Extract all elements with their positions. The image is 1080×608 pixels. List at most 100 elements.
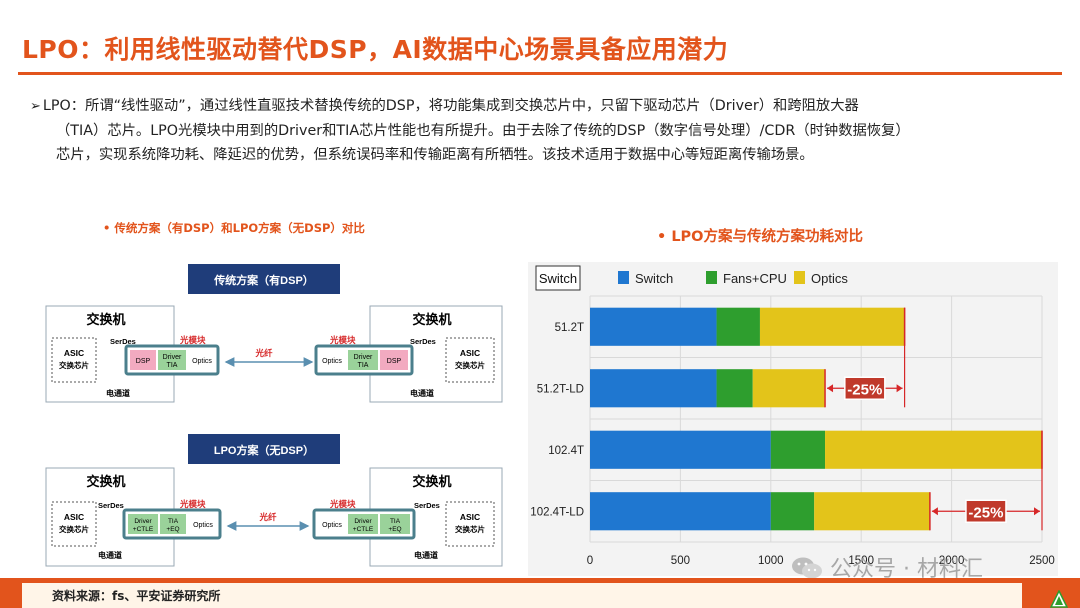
traditional-right-dsp [380, 350, 408, 370]
traditional-left-tia-label: TIA [167, 362, 178, 369]
traditional-right-asic-sub: 交换芯片 [455, 360, 485, 370]
chart-bars [590, 307, 1043, 531]
lpo-left-asic-sub: 交换芯片 [59, 524, 89, 534]
category-label-3: 102.4T-LD [530, 506, 584, 518]
lpo-right-driver [348, 514, 378, 534]
traditional-left-driver [158, 350, 186, 370]
title-underline [18, 72, 1062, 75]
chart-legend: Switch Fans+CPU Optics [618, 271, 848, 286]
traditional-right-driver [348, 350, 378, 370]
bar-1-2 [752, 369, 826, 408]
lpo-right-driver-label: Driver [354, 518, 372, 525]
lpo-right-tia-sub: +EQ [388, 526, 401, 533]
lpo-header-label: LPO方案（无DSP） [214, 443, 314, 457]
lpo-left-asic-label: ASIC [64, 512, 84, 522]
lpo-left-asic [51, 501, 97, 547]
bar-0-1 [716, 307, 760, 346]
category-label-1: 51.2T-LD [537, 383, 584, 395]
legend-swatch-0 [618, 271, 629, 284]
category-label-2: 102.4T [548, 445, 584, 457]
reduction-badge-1 [965, 499, 1007, 523]
bar-2-0 [590, 430, 771, 469]
category-label-0: 51.2T [555, 322, 584, 334]
company-logo-icon [1050, 590, 1068, 608]
traditional-left-asic [51, 337, 97, 383]
reduction-badge-label-0: -25% [847, 381, 882, 398]
traditional-right-tia-label: TIA [358, 362, 369, 369]
traditional-left-switch-label: 交换机 [86, 312, 125, 327]
traditional-left-dsp-label: DSP [136, 358, 151, 365]
chart-annotations: -25% -25% [827, 307, 1043, 531]
x-tick-label-0: 0 [587, 555, 593, 567]
lpo-right-tia-label: TIA [390, 518, 401, 525]
right-subtitle: • LPO方案与传统方案功耗对比 [657, 229, 864, 245]
lpo-right-asic-label: ASIC [460, 512, 480, 522]
lpo-left-tia-sub: +EQ [166, 526, 179, 533]
bullet-paragraph: ➢LPO：所谓“线性驱动”，通过线性直驱技术替换传统的DSP，将功能集成到交换芯… [30, 94, 1050, 167]
lpo-left-tia [160, 514, 186, 534]
lpo-right-asic-sub: 交换芯片 [455, 524, 485, 534]
bar-3-2 [814, 492, 930, 531]
legend-label-2: Optics [811, 271, 848, 286]
traditional-right-asic [445, 337, 495, 383]
bullet-line-2: （TIA）芯片。LPO光模块中用到的Driver和TIA芯片性能也有所提升。由于… [56, 123, 910, 139]
traditional-right-switch-label: 交换机 [412, 312, 451, 327]
lpo-left-optics-label: Optics [193, 522, 213, 529]
legend-label-1: Fans+CPU [723, 271, 787, 286]
lpo-left-serdes: SerDes [98, 501, 124, 510]
bullet-line-3: 芯片，实现系统降功耗、降延迟的优势，但系统误码率和传输距离有所牺牲。该技术适用于… [56, 147, 814, 163]
lpo-left-tia-label: TIA [168, 518, 179, 525]
lpo-left-driver [128, 514, 158, 534]
x-tick-label-5: 2500 [1029, 555, 1055, 567]
lpo-right-switch-label: 交换机 [412, 474, 451, 489]
architecture-diagram: 传统方案（有DSP） 交换机 ASIC 交换芯片 SerDes 电通道 光模块 … [45, 264, 503, 567]
chart-corner-box [535, 265, 581, 291]
traditional-right-serdes: SerDes [410, 337, 436, 346]
bar-2-2 [825, 430, 1042, 469]
traditional-left-asic-sub: 交换芯片 [59, 360, 89, 370]
traditional-right-optics-label: Optics [322, 358, 342, 365]
traditional-fiber-label: 光纤 [254, 348, 273, 358]
legend-swatch-2 [794, 271, 805, 284]
lpo-left-switch-label: 交换机 [86, 474, 125, 489]
traditional-left-serdes: SerDes [110, 337, 136, 346]
traditional-right-asic-label: ASIC [460, 348, 480, 358]
lpo-right-asic [445, 501, 495, 547]
bar-2-1 [770, 430, 826, 469]
traditional-right-channel: 电通道 [410, 388, 434, 398]
lpo-right-serdes: SerDes [414, 501, 440, 510]
traditional-right-driver-label: Driver [354, 354, 373, 361]
lpo-fiber-label: 光纤 [258, 512, 277, 522]
wechat-icon [792, 557, 822, 579]
legend-swatch-1 [706, 271, 717, 284]
lpo-left-module-label: 光模块 [179, 499, 206, 509]
lpo-right-channel: 电通道 [414, 550, 438, 560]
reduction-arrow-head-right-1 [1034, 507, 1040, 516]
traditional-left-dsp [130, 350, 156, 370]
traditional-header [188, 264, 340, 294]
power-comparison-chart: Switch Switch Fans+CPU Optics 51.2T 51.2T-L… [528, 262, 1058, 576]
footer-source: 资料来源：fs、平安证券研究所 [52, 589, 221, 603]
reduction-arrow-head-right-0 [896, 384, 903, 393]
traditional-right-dsp-label: DSP [387, 358, 402, 365]
x-tick-label-4: 2000 [939, 555, 965, 567]
traditional-header-label: 传统方案（有DSP） [213, 273, 314, 287]
chart-category-labels: 51.2T 51.2T-LD 102.4T 102.4T-LD [530, 322, 584, 519]
traditional-left-driver-label: Driver [163, 354, 182, 361]
watermark: 公众号 · 材料汇 [790, 551, 983, 583]
traditional-left-module-label: 光模块 [179, 335, 206, 345]
bullet-line-1: LPO：所谓“线性驱动”，通过线性直驱技术替换传统的DSP，将功能集成到交换芯片… [42, 98, 859, 114]
reduction-badge-label-1: -25% [968, 504, 1003, 521]
traditional-left-optics-label: Optics [192, 358, 212, 365]
bar-3-1 [770, 492, 815, 531]
x-tick-label-1: 500 [671, 555, 690, 567]
traditional-left-asic-label: ASIC [64, 348, 84, 358]
x-tick-label-3: 1500 [848, 555, 874, 567]
reduction-arrow-head-left-1 [931, 507, 938, 516]
legend-label-0: Switch [635, 271, 673, 286]
lpo-left-driver-label: Driver [134, 518, 152, 525]
chart-corner-label: Switch [539, 271, 577, 286]
lpo-right-optics-label: Optics [322, 522, 342, 529]
bar-1-0 [590, 369, 717, 408]
